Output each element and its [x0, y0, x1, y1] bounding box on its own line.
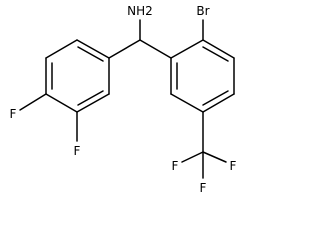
- bond: [170, 93, 204, 113]
- difluorophenyl-ring: [45, 39, 110, 113]
- bond: [202, 93, 235, 113]
- amine-label: NH2: [127, 4, 153, 18]
- bromo-label: Br: [196, 4, 209, 18]
- bond-ch-to-ring: [139, 39, 172, 59]
- double-bond-inner: [202, 46, 229, 62]
- chemical-structure-diagram: NH2 Br F F F F F: [10, 4, 237, 195]
- bond-cf3-f-left: [181, 151, 204, 163]
- bond: [76, 93, 110, 113]
- cf3-fluoro-right-label: F: [230, 159, 237, 173]
- double-bond-inner: [77, 46, 104, 62]
- double-bond-inner: [202, 90, 229, 106]
- double-bond-inner: [77, 90, 104, 106]
- bond: [202, 39, 235, 59]
- bond-ring-to-ch: [108, 39, 141, 59]
- bromo-trifluoromethylphenyl-ring: [170, 39, 235, 113]
- cf3-fluoro-bottom-label: F: [200, 181, 207, 195]
- bond: [170, 39, 204, 59]
- bond: [45, 39, 78, 59]
- fluoro-para-label: F: [10, 107, 17, 121]
- bond-cf3-f-right: [202, 151, 227, 163]
- bond-c4-f: [19, 93, 47, 111]
- bond: [45, 93, 78, 113]
- fluoro-meta-label: F: [74, 144, 81, 158]
- cf3-fluoro-left-label: F: [172, 159, 179, 173]
- bond: [76, 39, 110, 59]
